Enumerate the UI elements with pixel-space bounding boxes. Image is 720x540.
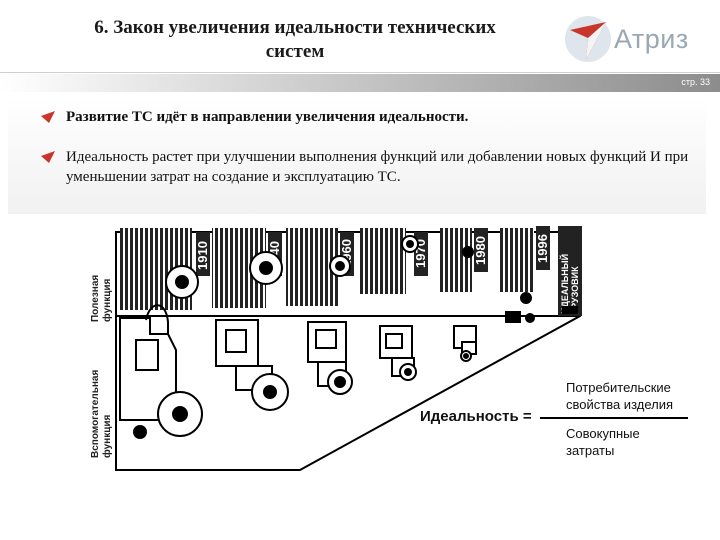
atriz-logo: Атриз xyxy=(562,10,712,68)
cargo-1996 xyxy=(500,226,550,292)
title-line-2: систем xyxy=(265,41,325,62)
truck-1980 xyxy=(453,246,477,362)
page-number-bar: стр. 33 xyxy=(0,74,720,92)
cargo-1970 xyxy=(360,228,428,294)
bullet-2-text: Идеальность растет при улучшении выполне… xyxy=(66,149,689,185)
slide-title: 6. Закон увеличения идеальности техничес… xyxy=(40,16,550,64)
formula-numerator-1: Потребительские xyxy=(566,380,671,395)
truck-1996 xyxy=(505,292,535,323)
bullet-arrow-icon xyxy=(41,151,55,163)
cargo-1980 xyxy=(440,228,488,292)
truck-1970 xyxy=(379,235,419,381)
bullet-1: Развитие ТС идёт в направлении увеличени… xyxy=(41,107,686,127)
text-panel xyxy=(8,96,706,214)
useful-function-label-1: Полезная xyxy=(90,275,101,322)
year-1910: 1910 xyxy=(195,241,210,270)
formula-numerator-2: свойства изделия xyxy=(566,397,673,412)
auxiliary-function-label-1: Вспомогательная xyxy=(90,370,101,458)
formula-denominator-2: затраты xyxy=(566,443,614,458)
ideality-formula: Идеальность = Потребительские свойства и… xyxy=(420,380,688,458)
auxiliary-function-label-2: функция xyxy=(101,414,113,458)
formula-denominator-1: Совокупные xyxy=(566,426,640,441)
truck-1940 xyxy=(215,251,289,411)
year-1980: 1980 xyxy=(473,236,488,265)
ideal-truck-label-2: ГРУЗОВИК xyxy=(570,266,580,314)
truck-evolution-diagram: Полезная функция Вспомогательная функция xyxy=(90,226,688,471)
ideal-truck-label-1: ИДЕАЛЬНЫЙ xyxy=(559,254,570,314)
year-1996: 1996 xyxy=(535,234,550,263)
truck-1960 xyxy=(307,255,353,395)
logo-emblem-icon xyxy=(565,16,611,62)
title-line-1: 6. Закон увеличения идеальности техничес… xyxy=(94,17,496,38)
header-divider xyxy=(0,72,720,73)
bullet-1-text: Развитие ТС идёт в направлении увеличени… xyxy=(66,109,469,125)
bullet-2: Идеальность растет при улучшении выполне… xyxy=(41,147,706,187)
bullet-arrow-icon xyxy=(41,111,55,123)
truck-ideal xyxy=(562,306,578,314)
useful-function-label-2: функция xyxy=(101,278,113,322)
slide-header: 6. Закон увеличения идеальности техничес… xyxy=(0,0,720,92)
formula-lhs: Идеальность = xyxy=(420,408,532,425)
page-number: стр. 33 xyxy=(681,77,710,87)
cargo-ideal xyxy=(558,226,582,316)
logo-text: Атриз xyxy=(614,24,689,54)
truck-1910 xyxy=(119,265,203,439)
